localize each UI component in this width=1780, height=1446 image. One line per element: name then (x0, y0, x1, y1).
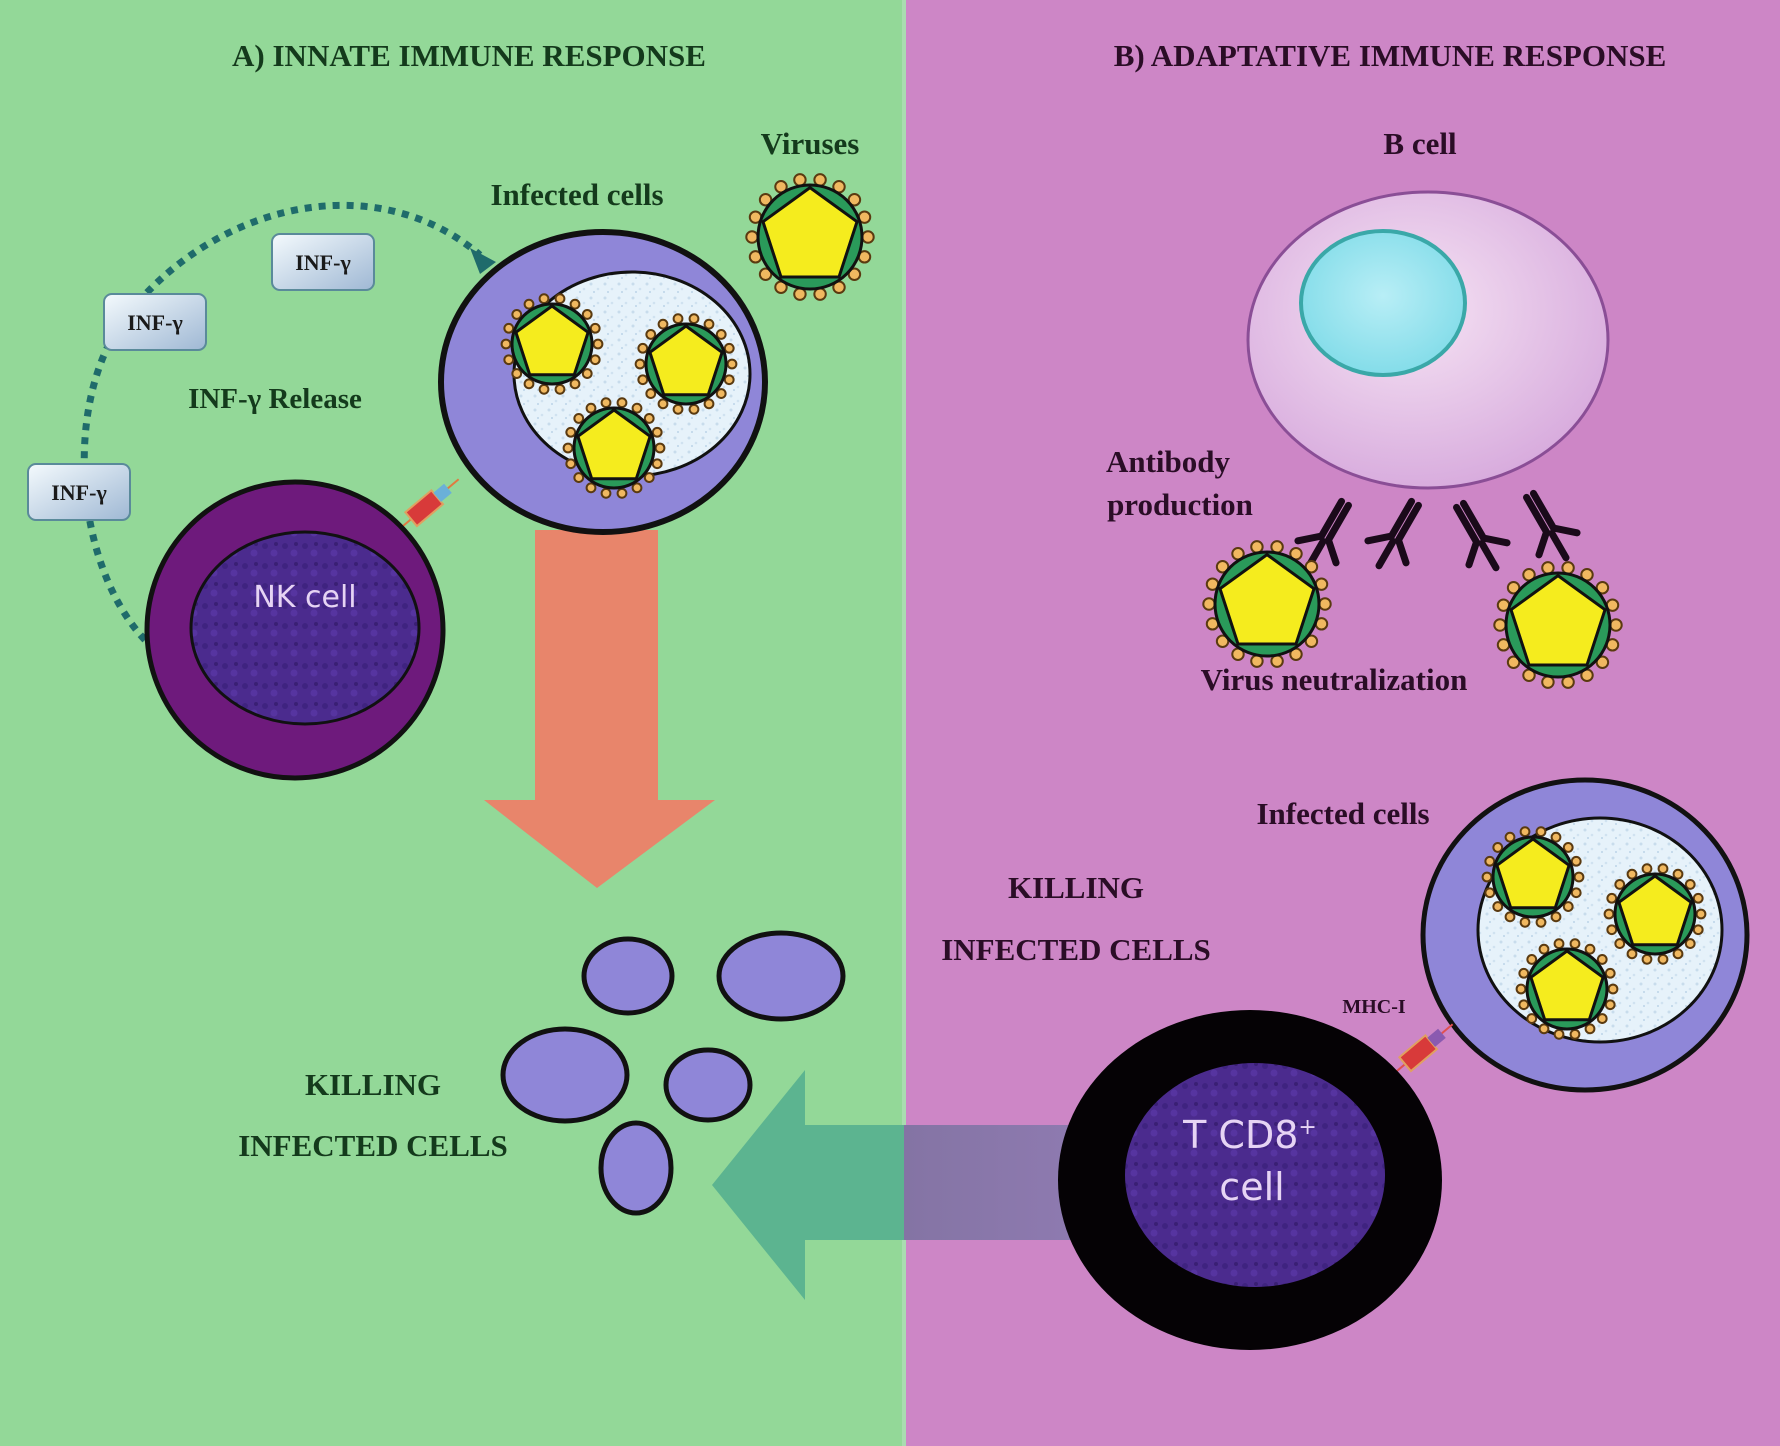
virus-icon (1202, 540, 1332, 668)
inf-gamma-tag: INF-γ (103, 293, 207, 351)
cell-fragment (581, 936, 675, 1016)
viruses-label: Viruses (761, 126, 860, 161)
innate-title: A) INNATE IMMUNE RESPONSE (232, 38, 706, 73)
t-cd8-cell: T CD8+ cell (1058, 1010, 1442, 1350)
cell-fragment (598, 1120, 674, 1216)
b-cell (1246, 190, 1610, 490)
adaptive-title: B) ADAPTATIVE IMMUNE RESPONSE (1114, 38, 1667, 73)
viruses (500, 173, 1707, 1040)
t-cell-label-line2: cell (1219, 1165, 1284, 1209)
adaptive-infected-cells-label: Infected cells (1256, 796, 1429, 831)
cell-fragment (716, 930, 846, 1022)
svg-text:INF-γ: INF-γ (295, 250, 351, 275)
svg-text:INF-γ: INF-γ (51, 480, 107, 505)
dotted-arrowhead-icon (470, 248, 496, 274)
adaptive-killing-line2: INFECTED CELLS (941, 932, 1211, 967)
inf-release-label: INF-γ Release (188, 383, 362, 415)
cell-fragment (663, 1047, 753, 1123)
antibody-icon (1523, 489, 1581, 562)
virus-neutralization-label: Virus neutralization (1201, 662, 1468, 697)
inf-gamma-tag: INF-γ (271, 233, 375, 291)
svg-text:INF-γ: INF-γ (127, 310, 183, 335)
teal-arrow-shaft-adaptive (904, 1125, 1074, 1240)
cell-fragment (500, 1026, 630, 1124)
innate-killing-line1: KILLING (305, 1067, 441, 1102)
mhc-i-label: MHC-I (1342, 996, 1406, 1018)
virus-icon (562, 397, 666, 499)
adaptive-killing-line1: KILLING (1008, 870, 1144, 905)
virus-icon (500, 293, 604, 395)
orange-down-arrow (484, 530, 715, 888)
antibodies (1294, 489, 1581, 572)
inf-gamma-tag: INF-γ (27, 463, 131, 521)
cell-fragments (500, 930, 846, 1216)
virus-icon (1515, 938, 1619, 1040)
virus-icon (745, 173, 875, 301)
virus-icon (1603, 863, 1707, 965)
virus-icon (1481, 826, 1585, 928)
antibody-icon (1453, 499, 1511, 572)
antibody-icon (1364, 497, 1422, 570)
innate-killing-line2: INFECTED CELLS (238, 1128, 508, 1163)
nk-cell: NK cell (144, 479, 446, 781)
nk-cell-label: NK cell (253, 580, 356, 615)
b-cell-label: B cell (1383, 126, 1457, 161)
virus-icon (634, 313, 738, 415)
panel-divider (902, 0, 906, 1446)
innate-infected-cells-label: Infected cells (490, 177, 663, 212)
t-cell-label-line1: T CD8+ (1182, 1113, 1317, 1157)
virus-icon (1493, 561, 1623, 689)
antibody-label-line1: Antibody (1106, 444, 1231, 479)
antibody-label-line2: production (1107, 487, 1253, 522)
teal-left-arrow (712, 1070, 904, 1300)
